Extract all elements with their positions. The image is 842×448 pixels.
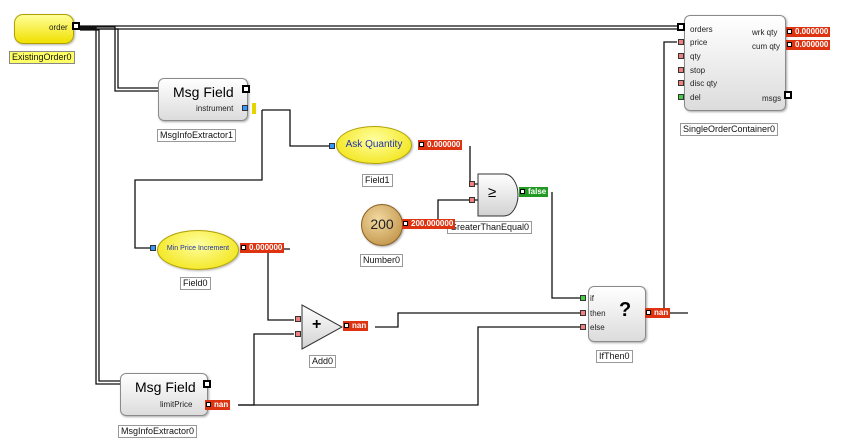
msgs-label: msgs	[762, 94, 782, 103]
stop-input-label: stop	[690, 66, 706, 75]
add-input-b-port[interactable]	[295, 331, 301, 337]
cum-qty-label: cum qty	[752, 42, 781, 51]
qty-input-label: qty	[690, 52, 701, 61]
ifthen-block[interactable]	[588, 286, 646, 342]
existing-order-caption: ExistingOrder0	[9, 51, 75, 64]
ifthen-else-port[interactable]	[580, 324, 586, 330]
field0-input-port[interactable]	[150, 245, 156, 251]
price-input-port[interactable]	[678, 39, 684, 45]
min-price-increment-label: Min Price Increment	[166, 245, 230, 252]
ask-quantity-label: Ask Quantity	[345, 139, 403, 150]
disc-qty-input-port[interactable]	[678, 80, 684, 86]
order-output-port[interactable]	[72, 22, 80, 30]
instrument-output-port[interactable]	[242, 105, 248, 111]
add-value-badge: nan	[343, 321, 369, 331]
number0-caption: Number0	[360, 254, 404, 267]
ifthen-else-label: else	[590, 323, 605, 332]
orders-input-port[interactable]	[677, 23, 685, 31]
orders-input-label: orders	[690, 25, 713, 34]
single-order-caption: SingleOrderContainer0	[680, 123, 779, 136]
gte-input-a-port[interactable]	[469, 181, 475, 187]
msg-info-extractor-1-block[interactable]	[158, 78, 248, 121]
price-input-label: price	[690, 38, 708, 47]
add-input-a-port[interactable]	[295, 316, 301, 322]
instrument-marker	[252, 103, 256, 114]
wrk-qty-label: wrk qty	[752, 28, 778, 37]
number0-value-badge: 200.000000	[402, 219, 456, 229]
msg-field-title-0: Msg Field	[135, 379, 196, 395]
add-triangle-shape	[301, 304, 344, 350]
field0-caption: Field0	[180, 277, 211, 290]
ifthen-value-badge: nan	[645, 308, 671, 318]
existing-order-node[interactable]	[14, 14, 74, 44]
add-caption: Add0	[309, 355, 337, 368]
gte-input-b-port[interactable]	[469, 197, 475, 203]
del-input-port[interactable]	[678, 94, 684, 100]
ifthen-caption: IfThen0	[596, 350, 633, 363]
qty-input-port[interactable]	[678, 53, 684, 59]
ifthen-symbol: ?	[619, 299, 632, 321]
ifthen-if-port[interactable]	[580, 295, 586, 301]
disc-qty-input-label: disc qty	[690, 79, 718, 88]
ifthen-then-port[interactable]	[580, 310, 586, 316]
field0-value-badge: 0.000000	[240, 243, 285, 253]
msg-info-0-caption: MsgInfoExtractor0	[118, 425, 198, 438]
add-symbol: +	[312, 316, 322, 333]
instrument-port-label: instrument	[196, 104, 234, 113]
field1-caption: Field1	[362, 174, 393, 187]
ifthen-if-label: if	[590, 294, 594, 303]
number0-disc[interactable]: 200	[361, 204, 403, 246]
wrk-qty-value-badge: 0.000000	[786, 27, 831, 37]
msg-info-extractor-0-block[interactable]	[120, 373, 208, 416]
msg-field-title-1: Msg Field	[173, 84, 234, 100]
stop-input-port[interactable]	[678, 67, 684, 73]
single-order-container-block[interactable]	[684, 15, 786, 111]
field1-ellipse[interactable]: Ask Quantity	[336, 126, 412, 164]
field1-value-badge: 0.000000	[418, 140, 463, 150]
gte-caption: GreaterThanEqual0	[447, 221, 533, 234]
gte-symbol: ≥	[488, 184, 497, 201]
limitprice-value-badge: nan	[205, 400, 231, 410]
gte-value-badge: false	[519, 187, 549, 197]
msgs-output-port[interactable]	[784, 91, 792, 99]
msg-info-0-out-port[interactable]	[203, 380, 211, 388]
del-input-label: del	[690, 93, 701, 102]
cum-qty-value-badge: 0.000000	[786, 40, 831, 50]
field1-input-port[interactable]	[329, 143, 335, 149]
msg-info-1-out-port[interactable]	[242, 85, 250, 93]
msg-info-1-caption: MsgInfoExtractor1	[157, 129, 237, 142]
gte-gate-shape	[477, 173, 519, 217]
number0-value-label: 200	[370, 216, 394, 232]
ifthen-then-label: then	[590, 309, 606, 318]
order-port-label: order	[49, 23, 68, 32]
limitprice-port-label: limitPrice	[160, 400, 193, 409]
field0-ellipse[interactable]: Min Price Increment	[157, 230, 239, 270]
